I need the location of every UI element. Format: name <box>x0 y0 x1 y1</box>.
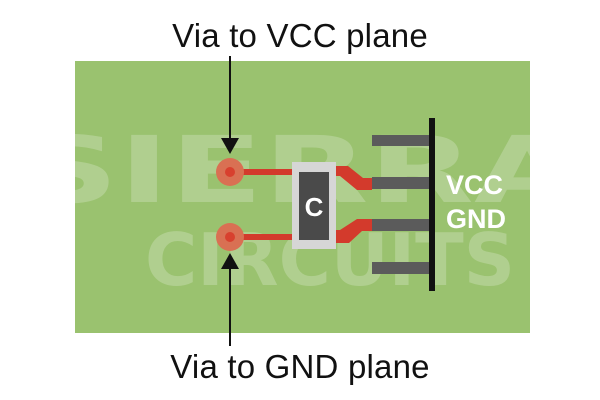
header-pin-2 <box>372 177 432 189</box>
vcc-via-hole <box>225 167 235 177</box>
capacitor-body <box>299 172 329 240</box>
gnd-via <box>216 223 244 251</box>
header-pins <box>372 135 432 274</box>
vcc-pad-trace <box>328 166 372 190</box>
vcc-arrow-head <box>221 138 239 154</box>
header-pin-1 <box>372 135 432 146</box>
gnd-pad-trace <box>328 219 372 243</box>
via-to-vcc-label: Via to VCC plane <box>172 17 428 54</box>
via-to-gnd-label: Via to GND plane <box>170 348 430 385</box>
capacitor: C <box>292 162 336 249</box>
capacitor-designator: C <box>305 192 324 222</box>
header-pin-4 <box>372 262 432 274</box>
vcc-pin-label: VCC <box>446 170 503 200</box>
header-bar <box>429 118 435 291</box>
gnd-pin-label: GND <box>446 204 506 234</box>
header-pin-3 <box>372 219 432 231</box>
vcc-arrow <box>221 56 239 154</box>
gnd-arrow <box>221 253 239 346</box>
gnd-arrow-head <box>221 253 239 269</box>
vcc-via <box>216 158 244 186</box>
gnd-via-hole <box>225 232 235 242</box>
